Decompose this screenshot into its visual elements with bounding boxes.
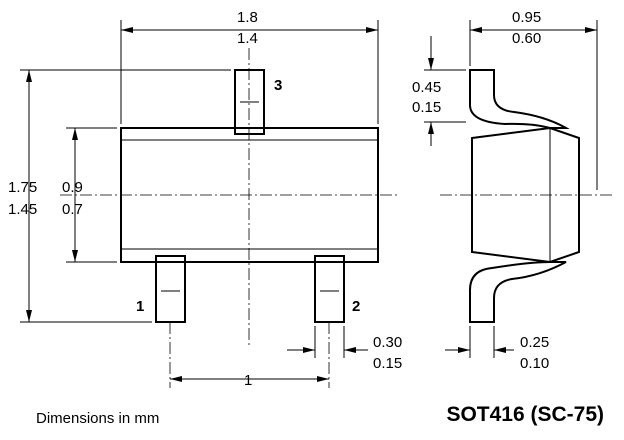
dim-body-height-min: 0.7 — [62, 201, 83, 218]
side-view: 0.95 0.60 0.45 0.15 0.25 0.10 — [412, 9, 612, 372]
package-name: SOT416 (SC-75) — [446, 403, 604, 426]
dim-side-width-max: 0.95 — [512, 9, 541, 26]
dim-pitch: 1 — [244, 372, 252, 389]
lead-2 — [314, 255, 345, 323]
pin-label-1: 1 — [136, 298, 144, 315]
units-caption: Dimensions in mm — [36, 410, 160, 427]
dim-side-width-min: 0.60 — [512, 30, 541, 47]
pin-label-3: 3 — [274, 77, 282, 94]
dim-lead-plate-max: 0.25 — [520, 334, 549, 351]
side-lead-bottom — [469, 261, 567, 323]
lead-1 — [155, 255, 186, 323]
dim-lead-thick-max: 0.45 — [412, 79, 441, 96]
dim-lead-plate-min: 0.10 — [520, 355, 549, 372]
dim-body-height-max: 0.9 — [62, 179, 83, 196]
dim-body-width-max: 1.8 — [237, 9, 258, 26]
pin-label-2: 2 — [352, 298, 360, 315]
dim-overall-height-max: 1.75 — [8, 179, 37, 196]
dim-lead-thick-min: 0.15 — [412, 99, 441, 116]
top-view: 3 1 2 1.8 1.4 1.75 1.45 0.9 0.7 0.3 — [8, 9, 402, 389]
side-lead-top — [469, 69, 570, 129]
dim-lead-width-max: 0.30 — [373, 334, 402, 351]
dim-overall-height-min: 1.45 — [8, 201, 37, 218]
dim-body-width-min: 1.4 — [237, 30, 258, 47]
dim-lead-width-min: 0.15 — [373, 355, 402, 372]
